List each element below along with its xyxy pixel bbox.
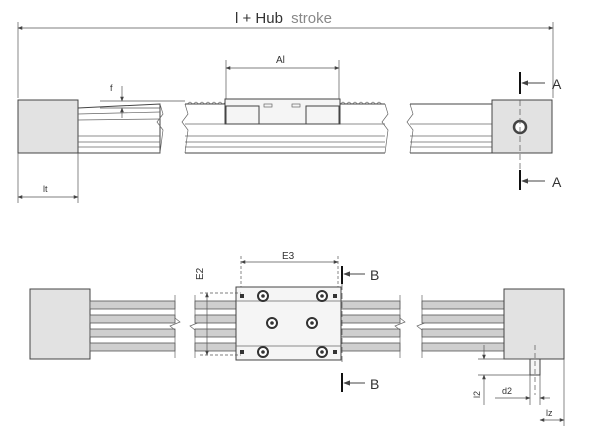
screw-2 — [316, 290, 328, 302]
overall-length-label: l + Hub — [235, 10, 283, 27]
pin-1 — [240, 294, 244, 298]
l2-label: l2 — [472, 391, 482, 398]
carriage-screws — [240, 290, 337, 358]
d2-dimension: d2 — [495, 375, 550, 405]
plan-left-end-cap — [29, 288, 91, 360]
screw-6 — [316, 346, 328, 358]
plan-rail-left — [89, 295, 181, 358]
stroke-label: stroke — [291, 10, 332, 27]
rail-segment-center — [181, 101, 389, 154]
carriage-side — [224, 98, 341, 125]
E3-dimension: E3 — [240, 251, 339, 287]
E2-dimension: E2 — [195, 267, 241, 356]
l2-dimension: l2 — [472, 345, 530, 405]
pin-4 — [333, 350, 337, 354]
Al-label: Al — [276, 55, 285, 66]
d2-label: d2 — [502, 386, 512, 396]
right-end-cap — [491, 99, 553, 170]
f-dimension: f — [100, 83, 185, 118]
lz-label: lz — [546, 408, 553, 418]
lt-dimension: lt — [17, 153, 79, 203]
screw-3 — [266, 317, 278, 329]
overall-length-dimension: l + Hub stroke — [17, 10, 554, 98]
rail-segment-left — [77, 103, 164, 154]
rail-segment-right — [406, 103, 492, 154]
pin-2 — [333, 294, 337, 298]
svg-text:l + Hub stroke: l + Hub stroke — [235, 10, 332, 27]
section-B-marker-bottom: B — [341, 373, 379, 392]
section-A-label-bottom: A — [552, 174, 562, 190]
section-A-marker-top: A — [519, 72, 562, 94]
section-B-label-bottom: B — [370, 376, 379, 392]
Al-dimension: Al — [225, 55, 340, 99]
E3-label: E3 — [282, 251, 295, 262]
plan-right-end-cap — [503, 288, 565, 395]
section-A-label-top: A — [552, 76, 562, 92]
section-B-label-top: B — [370, 267, 379, 283]
E2-label: E2 — [195, 267, 206, 280]
lt-label: lt — [43, 184, 48, 194]
screw-5 — [257, 346, 269, 358]
drive-shaft — [529, 358, 541, 376]
top-view: l + Hub stroke — [17, 10, 562, 203]
pin-3 — [240, 350, 244, 354]
screw-4 — [306, 317, 318, 329]
plan-rail-right — [416, 295, 505, 358]
section-A-marker-bottom: A — [519, 170, 562, 190]
left-end-cap — [17, 99, 79, 154]
section-B-marker-top: B — [341, 266, 379, 284]
f-label: f — [110, 83, 113, 93]
screw-1 — [257, 290, 269, 302]
lz-dimension: lz — [539, 359, 565, 426]
plan-view: E3 E2 B B — [29, 251, 565, 426]
